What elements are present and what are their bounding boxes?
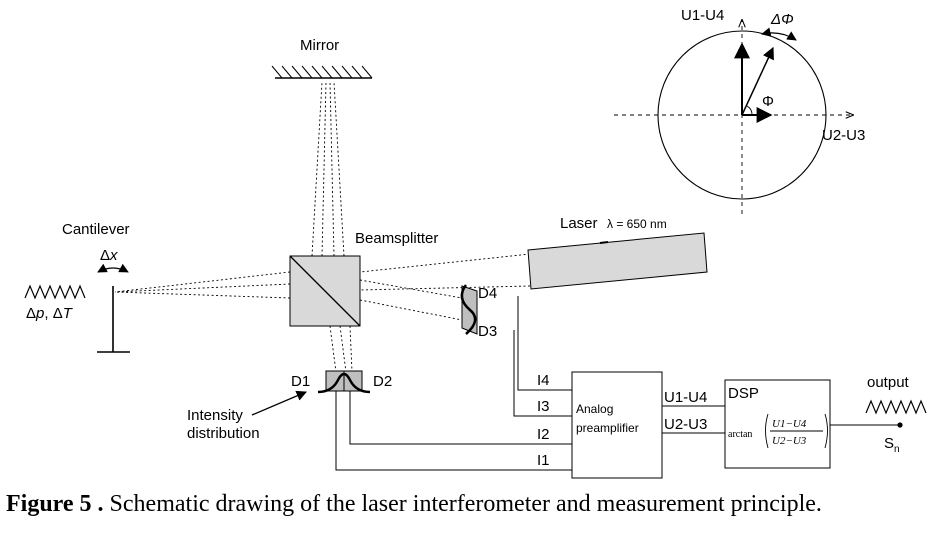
d4-label: D4 bbox=[478, 285, 497, 302]
beamsplitter: Beamsplitter bbox=[289, 230, 438, 327]
figure-caption: Figure 5 . Schematic drawing of the lase… bbox=[6, 488, 946, 521]
d2-label: D2 bbox=[373, 373, 392, 390]
output-label: output bbox=[867, 374, 910, 391]
arctan-label: arctan bbox=[728, 429, 752, 440]
caption-text: Schematic drawing of the laser interfero… bbox=[103, 491, 822, 517]
i1-label: I1 bbox=[537, 452, 550, 469]
detector-d3-d4: D4 D3 bbox=[460, 284, 497, 340]
delta-p-t-label: Δp, ΔT bbox=[26, 305, 74, 322]
i3-label: I3 bbox=[537, 398, 550, 415]
beamsplitter-label: Beamsplitter bbox=[355, 230, 438, 247]
phasor-x-label: U2-U3 bbox=[822, 127, 865, 144]
phi-label: Φ bbox=[762, 93, 774, 110]
fraction-numerator: U1−U4 bbox=[772, 418, 807, 430]
d1-label: D1 bbox=[291, 373, 310, 390]
preamp-label-line2: preamplifier bbox=[576, 421, 639, 435]
i2-label: I2 bbox=[537, 426, 550, 443]
mirror-label: Mirror bbox=[300, 37, 339, 54]
dsp-block: DSP arctan U1−U4 U2−U3 bbox=[724, 379, 831, 469]
phasor-y-label: U1-U4 bbox=[681, 7, 724, 24]
wavelength-label: λ = 650 nm bbox=[607, 217, 667, 231]
intensity-label-line1: Intensity bbox=[187, 407, 243, 424]
signal-wires bbox=[335, 296, 900, 471]
excitation-wave bbox=[24, 284, 86, 300]
delta-phi-label: ΔΦ bbox=[770, 11, 794, 28]
detector-d1-d2: D1 D2 Intensity distribution bbox=[187, 370, 392, 442]
arctan-formula: arctan U1−U4 U2−U3 bbox=[728, 413, 828, 449]
mirror: Mirror bbox=[271, 37, 373, 79]
cantilever-label: Cantilever bbox=[62, 221, 130, 238]
fraction-denominator: U2−U3 bbox=[772, 435, 807, 447]
figure-label: Figure 5 . bbox=[6, 491, 104, 517]
cantilever: Cantilever Δx Δp, ΔT bbox=[24, 221, 130, 353]
delta-x-label: Δx bbox=[100, 247, 118, 264]
d3-label: D3 bbox=[478, 323, 497, 340]
output: output Sn bbox=[865, 374, 927, 455]
beam-paths bbox=[114, 81, 531, 373]
phasor-diagram: U1-U4 U2-U3 Φ ΔΦ bbox=[614, 7, 865, 214]
sn-label: Sn bbox=[884, 435, 900, 455]
dsp-label: DSP bbox=[728, 385, 759, 402]
preamp-label-line1: Analog bbox=[576, 402, 613, 416]
laser-label: Laser bbox=[560, 215, 598, 232]
i4-label: I4 bbox=[537, 372, 550, 389]
output-wave bbox=[865, 399, 927, 415]
analog-preamplifier: Analog preamplifier bbox=[571, 371, 663, 479]
intensity-label-line2: distribution bbox=[187, 425, 260, 442]
u2-u3-wire-label: U2-U3 bbox=[664, 416, 707, 433]
laser: Laser λ = 650 nm bbox=[527, 215, 708, 290]
u1-u4-wire-label: U1-U4 bbox=[664, 389, 707, 406]
